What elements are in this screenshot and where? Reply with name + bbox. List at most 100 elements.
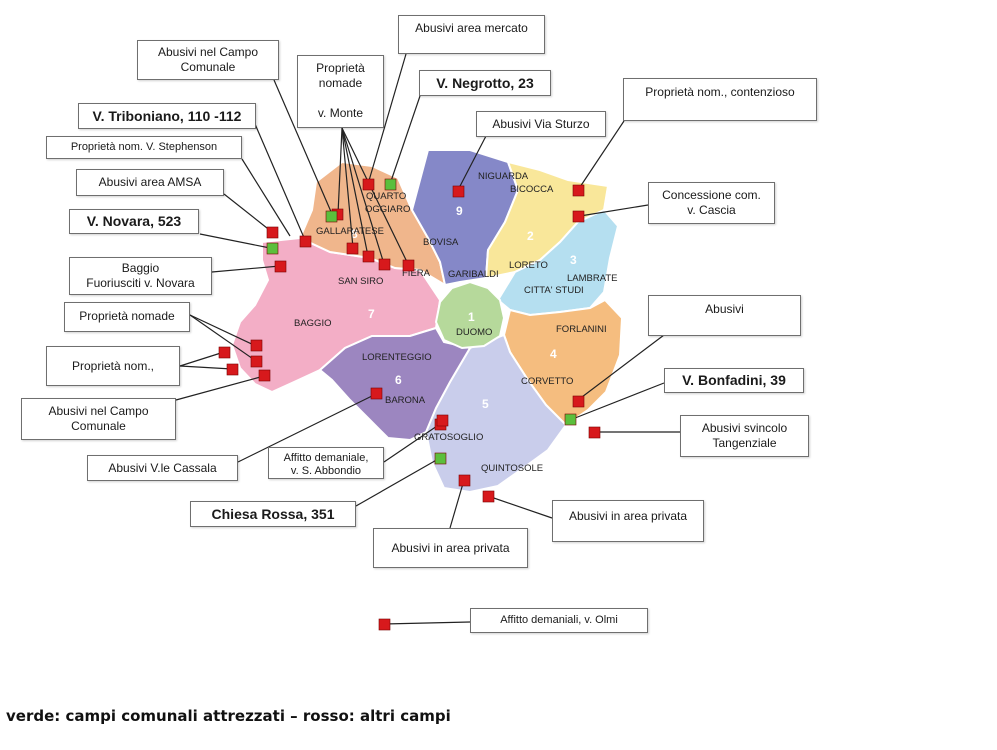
- zone-1-area: [434, 280, 506, 350]
- red-camp-marker: [458, 474, 471, 487]
- district-number-9: 9: [456, 204, 463, 218]
- area-forlanini: FORLANINI: [556, 324, 607, 335]
- leader-line: [487, 495, 553, 519]
- area-corvetto: CORVETTO: [521, 376, 573, 387]
- area-citta-studi: CITTA' STUDI: [524, 285, 584, 296]
- leader-line: [199, 233, 271, 249]
- zone-6-area: [318, 326, 472, 442]
- area-san-siro: SAN SIRO: [338, 276, 383, 287]
- area-baggio: BAGGIO: [294, 318, 331, 329]
- district-numbers: 1 2 3 4 5 6 7 8 9: [351, 204, 577, 411]
- label-abusivi-east: Abusivi: [648, 295, 801, 336]
- label-proprieta-nom-v-stephenson: Proprietà nom. V. Stephenson: [46, 136, 242, 159]
- label-proprieta-nomade: Proprietà nomade: [64, 302, 190, 332]
- area-gallaratese: GALLARATESE: [316, 226, 384, 237]
- area-oggiaro: OGGIARO: [365, 204, 410, 215]
- area-bicocca: BICOCCA: [510, 184, 554, 195]
- leader-line: [189, 314, 257, 347]
- leader-line: [355, 457, 441, 507]
- label-proprieta-nomade-v-monte: Proprietà nomade v. Monte: [297, 55, 384, 128]
- red-camp-marker: [218, 346, 231, 359]
- leader-line: [383, 423, 441, 463]
- red-camp-marker: [402, 259, 415, 272]
- red-camp-marker: [572, 395, 585, 408]
- leader-line: [367, 53, 407, 185]
- label-v-bonfadini: V. Bonfadini, 39: [664, 368, 804, 393]
- leader-line: [337, 127, 343, 215]
- red-camp-marker: [258, 369, 271, 382]
- district-number-8: 8: [351, 227, 358, 241]
- red-camp-marker: [299, 235, 312, 248]
- leader-line: [577, 334, 665, 401]
- leader-line: [237, 393, 377, 463]
- leader-line: [179, 351, 225, 367]
- red-camp-marker: [482, 490, 495, 503]
- label-concessione-com-v-cascia: Concessione com. v. Cascia: [648, 182, 775, 224]
- district-number-3: 3: [570, 253, 577, 267]
- red-camp-marker: [370, 387, 383, 400]
- red-camp-marker: [250, 355, 263, 368]
- area-garibaldi: GARIBALDI: [448, 269, 499, 280]
- leader-line: [175, 375, 265, 401]
- leader-line: [449, 479, 465, 529]
- leader-line: [341, 127, 354, 249]
- leader-line: [569, 382, 665, 421]
- district-zones: [230, 149, 624, 494]
- red-camp-marker: [572, 184, 585, 197]
- leader-line: [341, 127, 385, 265]
- leader-line: [457, 135, 487, 191]
- leader-line: [273, 79, 333, 215]
- area-niguarda: NIGUARDA: [478, 171, 529, 182]
- label-abusivi-via-sturzo: Abusivi Via Sturzo: [476, 111, 606, 137]
- red-camp-marker: [378, 618, 391, 631]
- site-markers: [218, 178, 601, 631]
- label-abusivi-area-privata-southeast: Abusivi in area privata: [552, 500, 704, 542]
- red-camp-marker: [572, 210, 585, 223]
- label-abusivi-area-privata-south: Abusivi in area privata: [373, 528, 528, 568]
- district-number-1: 1: [468, 310, 475, 324]
- area-gratosoglio: GRATOSOGLIO: [414, 432, 483, 443]
- label-abusivi-campo-comunale-west: Abusivi nel Campo Comunale: [21, 398, 176, 440]
- label-abusivi-area-amsa: Abusivi area AMSA: [76, 169, 224, 196]
- label-abusivi-svincolo-tangenziale: Abusivi svincolo Tangenziale: [680, 415, 809, 457]
- area-loreto: LORETO: [509, 260, 548, 271]
- area-lambrate: LAMBRATE: [567, 273, 618, 284]
- district-number-2: 2: [527, 229, 534, 243]
- district-number-4: 4: [550, 347, 557, 361]
- red-camp-marker: [226, 363, 239, 376]
- leader-line: [383, 621, 471, 625]
- red-camp-marker: [588, 426, 601, 439]
- red-camp-marker: [436, 414, 449, 427]
- area-duomo: DUOMO: [456, 327, 492, 338]
- red-camp-marker: [266, 226, 279, 239]
- green-camp-marker: [384, 178, 397, 191]
- leader-line: [254, 123, 306, 241]
- label-v-novara: V. Novara, 523: [69, 209, 199, 234]
- leader-line: [189, 314, 257, 362]
- label-affitto-demaniale-s-abbondio: Affitto demaniale, v. S. Abbondio: [268, 447, 384, 479]
- district-number-6: 6: [395, 373, 402, 387]
- leader-line: [223, 193, 273, 233]
- label-proprieta-nom: Proprietà nom.,: [46, 346, 180, 386]
- green-camp-marker: [434, 452, 447, 465]
- leader-line: [241, 158, 291, 237]
- leader-line: [341, 127, 369, 257]
- label-chiesa-rossa: Chiesa Rossa, 351: [190, 501, 356, 527]
- label-v-triboniano: V. Triboniano, 110 -112: [78, 103, 256, 129]
- leader-line: [579, 204, 649, 217]
- label-abusivi-campo-comunale-north: Abusivi nel Campo Comunale: [137, 40, 279, 80]
- red-camp-marker: [452, 185, 465, 198]
- district-number-7: 7: [368, 307, 375, 321]
- leader-line: [341, 127, 409, 265]
- district-number-5: 5: [482, 397, 489, 411]
- red-camp-marker: [362, 250, 375, 263]
- area-barona: BARONA: [385, 395, 426, 406]
- area-lorenteggio: LORENTEGGIO: [362, 352, 432, 363]
- label-affitto-demaniali-v-olmi: Affitto demaniali, v. Olmi: [470, 608, 648, 633]
- area-quarto: QUARTO: [366, 191, 406, 202]
- leader-line: [389, 95, 421, 185]
- red-camp-marker: [362, 178, 375, 191]
- area-fiera: FIERA: [402, 268, 431, 279]
- green-camp-marker: [266, 242, 279, 255]
